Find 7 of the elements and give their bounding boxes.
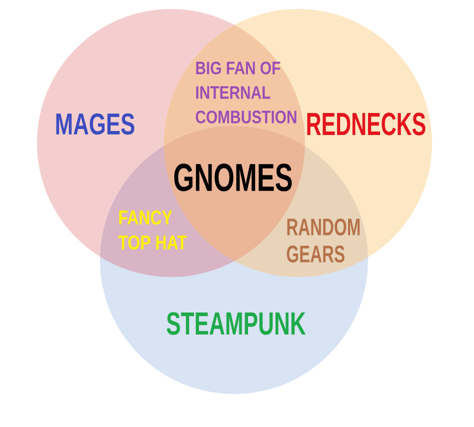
set-name: STEAMPUNK xyxy=(166,312,306,335)
overlap-label: FANCY TOP HAT xyxy=(118,210,187,250)
set-name: REDNECKS xyxy=(307,112,426,136)
center-label: GNOMES xyxy=(174,164,292,192)
overlap-label: RANDOM GEARS xyxy=(286,218,360,262)
set-name: MAGES xyxy=(56,113,134,135)
overlap-label: BIG FAN OF INTERNAL COMBUSTION xyxy=(196,62,296,124)
